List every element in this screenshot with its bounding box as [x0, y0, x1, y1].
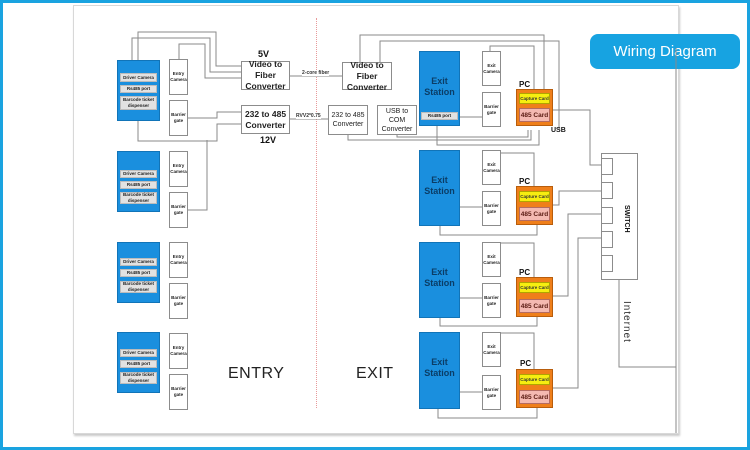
pc-label: PC	[519, 268, 531, 277]
entry-232-485-converter: 232 to 485 Converter	[241, 105, 290, 134]
usb-com-converter: USB to COM Converter	[377, 105, 417, 135]
ticket-dispenser-chip: Barcode ticket dispenser	[120, 372, 157, 384]
entry-camera-box: Entry Camera	[169, 333, 188, 369]
entry-exit-divider	[316, 18, 317, 408]
card-485: 485 Card	[519, 207, 550, 221]
rs-converter-voltage: 12V	[260, 135, 277, 145]
ticket-dispenser-chip: Barcode ticket dispenser	[120, 96, 157, 110]
capture-card: Capture Card	[519, 282, 550, 293]
entry-video-fiber-converter: Video to Fiber Converter	[241, 59, 290, 91]
badge-label: Wiring Diagram	[613, 43, 717, 60]
driver-camera-chip: Driver Camera	[120, 73, 157, 82]
rs485-port-chip: Rs485 port	[120, 85, 157, 93]
exit-station-cabinet: Exit Station	[419, 332, 460, 409]
exit-video-fiber-converter: Video to Fiber Converter	[342, 60, 392, 92]
pc-label: PC	[519, 80, 531, 89]
rs485-port-chip: Rs485 port	[120, 269, 157, 277]
switch-port	[601, 231, 613, 248]
wiring-diagram-badge: Wiring Diagram	[590, 34, 740, 69]
pc-label: PC	[520, 359, 532, 368]
switch-port	[601, 255, 613, 272]
barrier-gate-box: Barrier gate	[169, 100, 188, 136]
exit-station-cabinet: Exit Station	[419, 150, 460, 226]
pc-label: PC	[519, 177, 531, 186]
entry-camera-box: Entry Camera	[169, 59, 188, 95]
internet-label: Internet	[621, 301, 632, 343]
ticket-dispenser-chip: Barcode ticket dispenser	[120, 192, 157, 204]
fiber-link-label: 2-core fiber	[302, 70, 330, 76]
entry-camera-box: Entry Camera	[169, 151, 188, 187]
exit-camera-box: Exit Camera	[482, 332, 501, 367]
card-485: 485 Card	[519, 108, 550, 122]
card-485: 485 Card	[519, 390, 550, 404]
barrier-gate-box: Barrier gate	[482, 191, 501, 226]
exit-camera-box: Exit Camera	[482, 150, 501, 185]
capture-card: Capture Card	[519, 374, 550, 385]
exit-station-title: Exit Station	[424, 267, 455, 288]
switch-port	[601, 207, 613, 224]
usb-label: USB	[551, 127, 566, 134]
switch-port	[601, 182, 613, 199]
driver-camera-chip: Driver Camera	[120, 349, 157, 357]
barrier-gate-box: Barrier gate	[169, 192, 188, 228]
cable-link-label: RVV2*0.75	[296, 113, 321, 119]
barrier-gate-box: Barrier gate	[482, 283, 501, 318]
exit-232-485-converter: 232 to 485 Converter	[328, 105, 368, 135]
exit-station-title: Exit Station	[424, 76, 455, 97]
switch-port	[601, 158, 613, 175]
exit-station-title: Exit Station	[424, 175, 455, 196]
exit-station-title: Exit Station	[424, 357, 455, 378]
rs485-port-chip: Rs485 port	[421, 112, 458, 120]
barrier-gate-box: Barrier gate	[482, 375, 501, 410]
exit-section-label: EXIT	[356, 365, 394, 382]
exit-camera-box: Exit Camera	[482, 51, 501, 86]
exit-camera-box: Exit Camera	[482, 242, 501, 277]
rs485-port-chip: Rs485 port	[120, 181, 157, 189]
barrier-gate-box: Barrier gate	[169, 283, 188, 319]
entry-camera-box: Entry Camera	[169, 242, 188, 278]
capture-card: Capture Card	[519, 191, 550, 202]
rs485-port-chip: Rs485 port	[120, 360, 157, 368]
barrier-gate-box: Barrier gate	[169, 374, 188, 410]
video-converter-voltage: 5V	[258, 49, 270, 59]
ticket-dispenser-chip: Barcode ticket dispenser	[120, 281, 157, 293]
driver-camera-chip: Driver Camera	[120, 170, 157, 178]
switch-label: SWITCH	[623, 205, 630, 233]
card-485: 485 Card	[519, 299, 550, 313]
exit-station-cabinet: Exit Station	[419, 242, 460, 318]
entry-section-label: ENTRY	[228, 365, 285, 382]
driver-camera-chip: Driver Camera	[120, 258, 157, 266]
barrier-gate-box: Barrier gate	[482, 92, 501, 127]
capture-card: Capture Card	[519, 93, 550, 104]
